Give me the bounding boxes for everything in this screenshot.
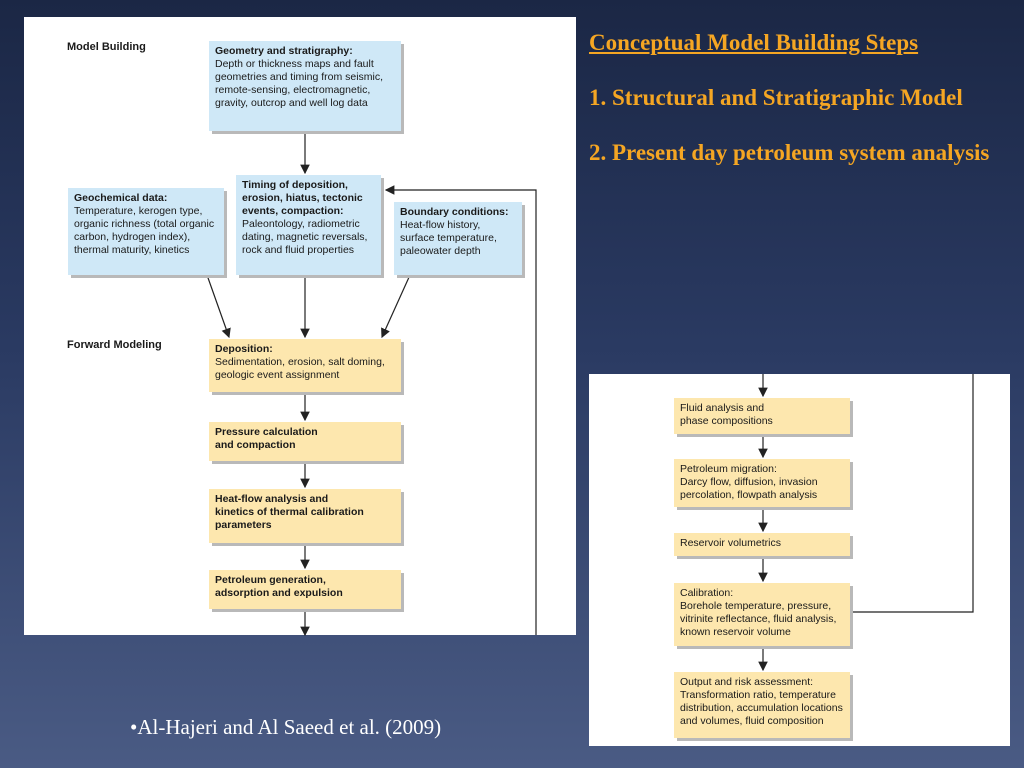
box-heading: Petroleum generation, adsorption and exp… xyxy=(215,574,343,599)
forward-modeling-diagram-continued: Fluid analysis and phase compositions Pe… xyxy=(589,374,1010,746)
slide-title: Conceptual Model Building Steps xyxy=(589,30,919,55)
right-connectors xyxy=(758,374,974,672)
box-geochemical-data: Geochemical data: Temperature, kerogen t… xyxy=(68,188,224,275)
box-heading: Deposition: xyxy=(215,343,273,355)
box-text: Borehole temperature, pressure, vitrinit… xyxy=(680,600,837,638)
box-petroleum-migration: Petroleum migration: Darcy flow, diffusi… xyxy=(674,459,850,507)
box-reservoir-volumetrics: Reservoir volumetrics xyxy=(674,533,850,556)
arrow-geochem-deposition xyxy=(206,274,231,339)
box-heading: Timing of deposition, erosion, hiatus, t… xyxy=(242,179,363,217)
label-model-building: Model Building xyxy=(67,41,146,53)
box-text: Sedimentation, erosion, salt doming, geo… xyxy=(215,356,385,381)
feedback-loop-line xyxy=(852,374,974,613)
box-heading: Boundary conditions: xyxy=(400,206,509,218)
box-heading: Heat-flow analysis and kinetics of therm… xyxy=(215,493,364,531)
box-geometry-stratigraphy: Geometry and stratigraphy: Depth or thic… xyxy=(209,41,401,131)
box-heading: Petroleum migration: xyxy=(680,463,777,475)
model-building-diagram: Model Building Forward Modeling Geometry… xyxy=(24,17,576,637)
box-heat-flow-analysis: Heat-flow analysis and kinetics of therm… xyxy=(209,489,401,543)
box-fluid-analysis: Fluid analysis and phase compositions xyxy=(674,398,850,434)
left-connectors xyxy=(206,131,537,637)
label-forward-modeling: Forward Modeling xyxy=(67,339,162,351)
box-text: Paleontology, radiometric dating, magnet… xyxy=(242,218,368,256)
box-output-risk-assessment: Output and risk assessment: Transformati… xyxy=(674,672,850,738)
box-text: Temperature, kerogen type, organic richn… xyxy=(74,205,215,256)
arrow-boundary-deposition xyxy=(381,274,411,339)
step-2: 2. Present day petroleum system analysis xyxy=(589,140,990,165)
citation: •Al-Hajeri and Al Saeed et al. (2009) xyxy=(130,715,442,739)
box-text: Depth or thickness maps and fault geomet… xyxy=(215,58,384,109)
box-pressure-calculation: Pressure calculation and compaction xyxy=(209,422,401,461)
box-text: Heat-flow history, surface temperature, … xyxy=(400,219,497,257)
box-text: Transformation ratio, temperature distri… xyxy=(680,689,843,727)
box-boundary-conditions: Boundary conditions: Heat-flow history, … xyxy=(394,202,522,275)
box-heading: Reservoir volumetrics xyxy=(680,537,781,549)
box-heading: Geometry and stratigraphy: xyxy=(215,45,353,57)
box-timing-deposition: Timing of deposition, erosion, hiatus, t… xyxy=(236,175,381,275)
box-calibration: Calibration: Borehole temperature, press… xyxy=(674,583,850,646)
box-heading: Calibration: xyxy=(680,587,734,599)
step-1: 1. Structural and Stratigraphic Model xyxy=(589,85,963,110)
box-heading: Fluid analysis and phase compositions xyxy=(680,402,773,427)
box-heading: Pressure calculation and compaction xyxy=(215,426,318,451)
slide-text: Conceptual Model Building Steps 1. Struc… xyxy=(589,26,1009,191)
box-heading: Output and risk assessment: xyxy=(680,676,814,688)
box-deposition: Deposition: Sedimentation, erosion, salt… xyxy=(209,339,401,392)
box-text: Darcy flow, diffusion, invasion percolat… xyxy=(680,476,818,501)
box-heading: Geochemical data: xyxy=(74,192,168,204)
box-petroleum-generation: Petroleum generation, adsorption and exp… xyxy=(209,570,401,609)
feedback-loop-line xyxy=(384,185,537,635)
